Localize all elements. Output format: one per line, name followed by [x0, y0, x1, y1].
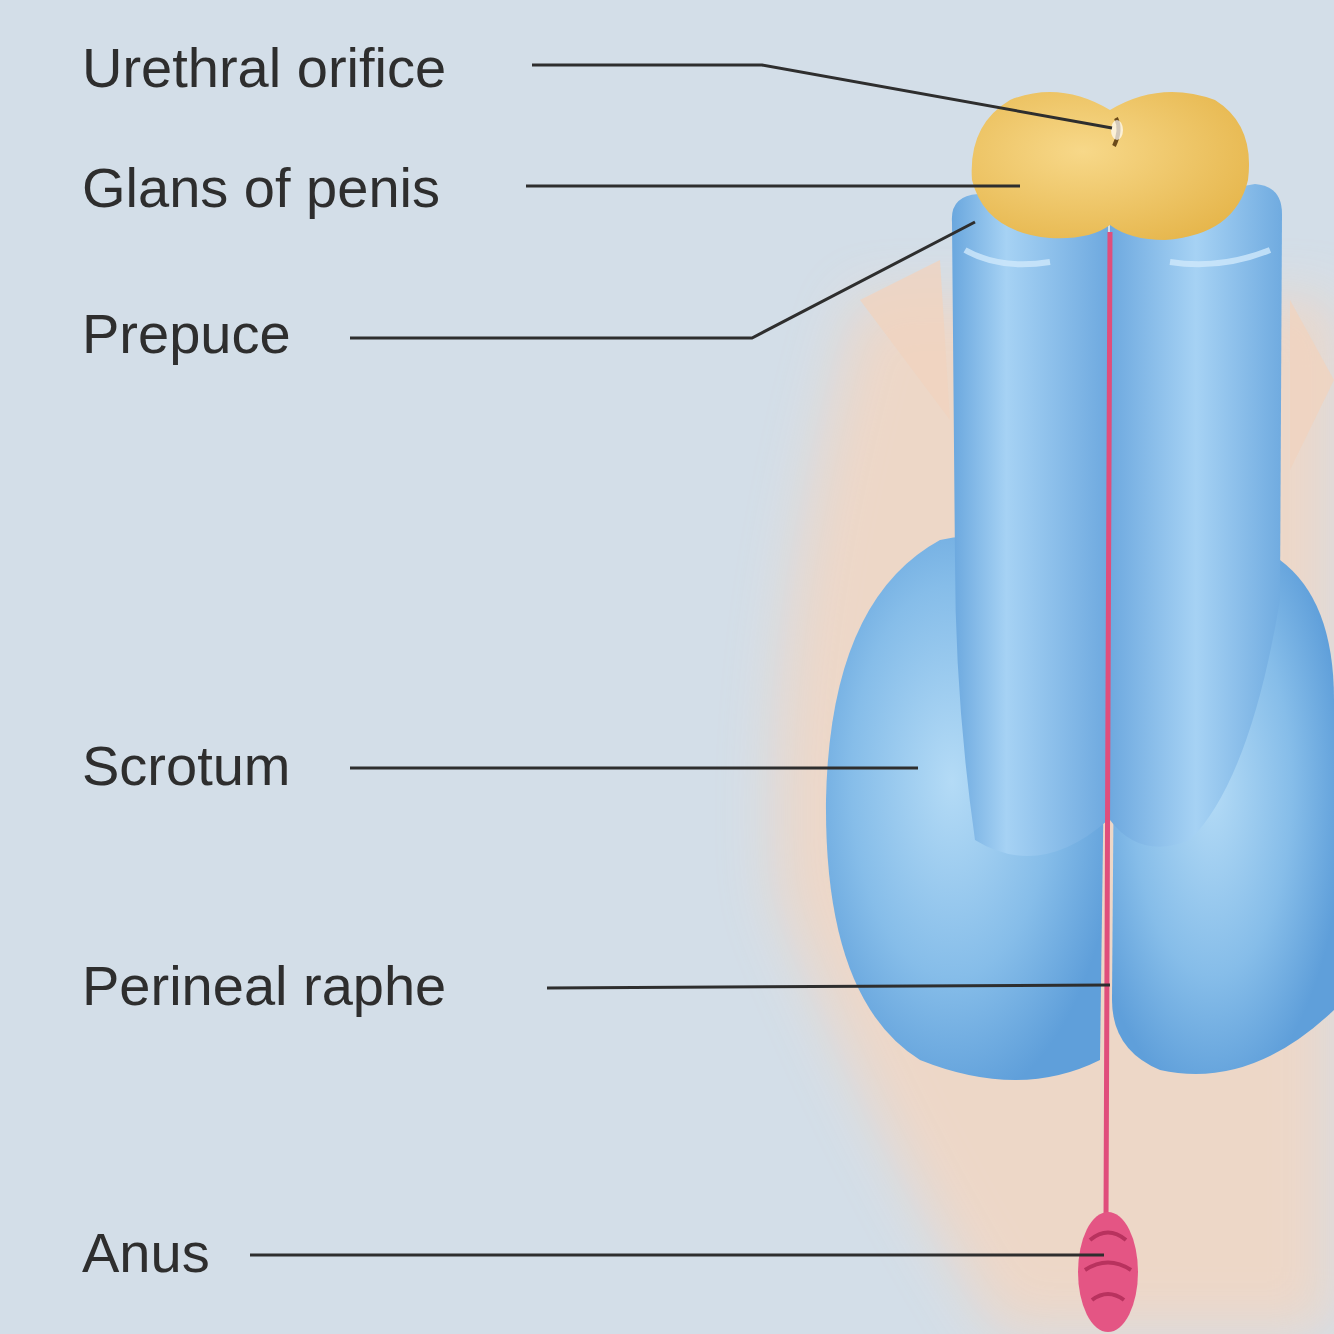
part-label: Anus	[82, 1225, 210, 1281]
part-label: Glans of penis	[82, 160, 440, 216]
penis-shaft	[952, 184, 1282, 856]
leader-lines	[250, 65, 1112, 1255]
part-label: Prepuce	[82, 306, 291, 362]
part-label: Perineal raphe	[82, 958, 446, 1014]
glans	[972, 92, 1249, 240]
part-label: Urethral orifice	[82, 40, 446, 96]
raphe	[1106, 232, 1110, 1220]
anus	[1078, 1212, 1138, 1332]
part-label: Scrotum	[82, 738, 291, 794]
